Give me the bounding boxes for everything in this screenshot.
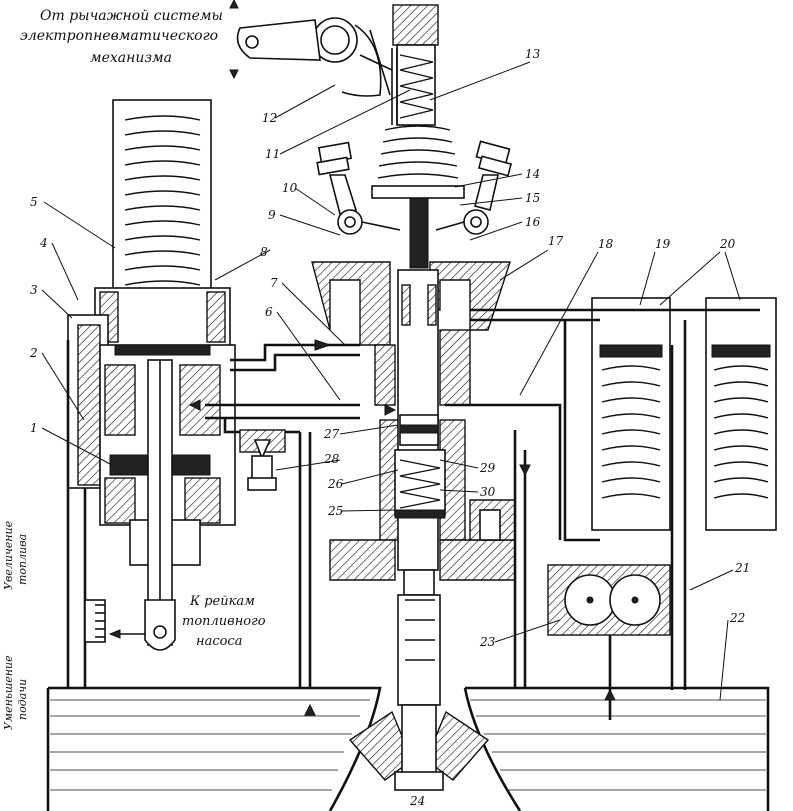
part-number-20: 20 [719, 237, 736, 251]
part-number-16: 16 [525, 215, 541, 229]
part-number-5: 5 [30, 195, 38, 209]
central-valve-body [311, 261, 516, 581]
part-number-23: 23 [479, 635, 496, 649]
drive-shaft-24 [348, 569, 490, 791]
gear-pump-23 [445, 403, 671, 720]
part-number-28: 28 [323, 452, 340, 466]
part-number-26: 26 [327, 477, 344, 491]
part-number-3: 3 [30, 283, 38, 297]
part-number-9: 9 [268, 208, 276, 222]
part-number-29: 29 [479, 461, 496, 475]
part-number-17: 17 [548, 234, 564, 248]
caption-rack-2: топливного [182, 614, 266, 629]
part-number-21: 21 [734, 561, 750, 575]
part-number-13: 13 [525, 47, 541, 61]
part-number-4: 4 [39, 236, 48, 250]
caption-decrease-1: Уменьшение [2, 655, 15, 730]
part-number-14: 14 [525, 167, 540, 181]
caption-top-2: электропневматического [20, 28, 218, 44]
part-number-24: 24 [409, 794, 425, 808]
part-number-18: 18 [598, 237, 614, 251]
scale [84, 599, 106, 643]
caption-rack-3: насоса [196, 634, 242, 649]
part-number-15: 15 [525, 191, 540, 205]
part-number-11: 11 [265, 147, 280, 161]
part-number-8: 8 [260, 245, 268, 259]
part-number-22: 22 [729, 611, 745, 625]
power-cylinder [67, 99, 236, 651]
part-number-27: 27 [323, 427, 340, 441]
caption-increase-2: топлива [16, 534, 29, 585]
check-valve-28 [239, 429, 286, 491]
rollers [316, 140, 513, 235]
speeder-mechanism [236, 4, 465, 269]
part-number-19: 19 [655, 237, 671, 251]
part-number-10: 10 [282, 181, 298, 195]
part-number-2: 2 [29, 346, 38, 360]
caption-top-1: От рычажной системы [40, 8, 223, 24]
caption-decrease-2: подачи [16, 679, 29, 720]
part-number-30: 30 [480, 485, 496, 499]
part-number-1: 1 [30, 421, 38, 435]
oil-bath [46, 686, 770, 811]
flow-arrows [108, 0, 616, 716]
part-number-7: 7 [270, 276, 278, 290]
caption-increase-1: Увеличение [2, 520, 15, 590]
part-number-12: 12 [262, 111, 277, 125]
caption-top-3: механизма [90, 50, 172, 66]
part-number-25: 25 [327, 504, 343, 518]
accumulators [470, 297, 777, 690]
part-number-6: 6 [265, 305, 273, 319]
part-numbers: 1 2 3 4 5 6 7 8 9 10 11 12 13 14 15 16 1… [29, 47, 750, 808]
leader-lines [41, 61, 741, 701]
caption-rack-1: К рейкам [189, 594, 255, 609]
